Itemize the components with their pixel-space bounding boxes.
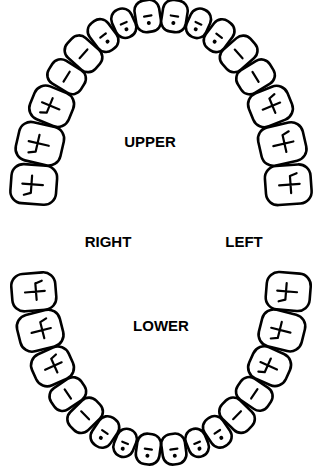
arch-label: LOWER [132, 317, 190, 334]
tooth [61, 31, 107, 76]
tooth [265, 271, 312, 312]
tooth [10, 271, 57, 312]
tooth [264, 164, 312, 206]
tooth [256, 307, 308, 354]
arch-label: UPPER [123, 133, 177, 150]
tooth [133, 0, 162, 34]
tooth [256, 120, 309, 168]
tooth [134, 432, 162, 466]
tooth [160, 432, 188, 466]
arch-label: RIGHT [84, 233, 133, 250]
tooth [10, 163, 58, 205]
arch-label: LEFT [224, 233, 264, 250]
